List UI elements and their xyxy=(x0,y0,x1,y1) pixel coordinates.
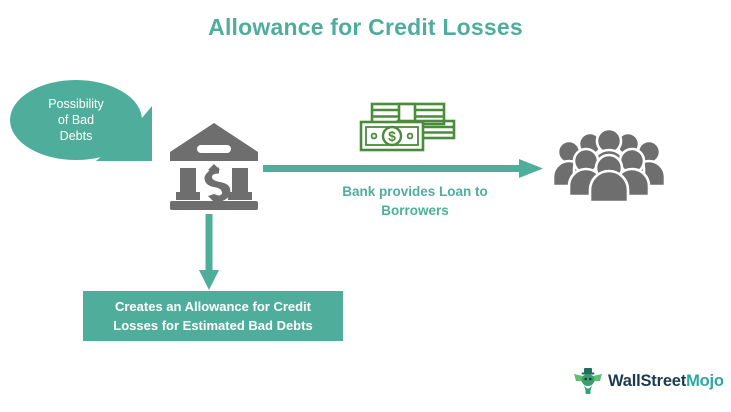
page-title: Allowance for Credit Losses xyxy=(208,14,523,40)
group-of-people-icon xyxy=(551,127,667,204)
svg-text:$: $ xyxy=(388,128,396,144)
speech-bubble-line-1: Possibility xyxy=(48,97,104,111)
logo-text-wallstreet: WallStreet xyxy=(608,371,687,390)
wallstreetmojo-logo: WallStreetMojo xyxy=(573,366,724,396)
loan-caption-line-1: Bank provides Loan to xyxy=(342,184,488,199)
allowance-box-text: Creates an Allowance for Credit Losses f… xyxy=(105,297,320,335)
loan-caption: Bank provides Loan to Borrowers xyxy=(295,182,535,220)
speech-bubble-line-3: Debts xyxy=(59,129,93,143)
arrow-down-icon xyxy=(196,214,222,290)
money-banknotes-icon: $ xyxy=(358,101,458,153)
wallstreetmojo-bull-icon xyxy=(573,366,603,396)
wallstreetmojo-logo-text: WallStreetMojo xyxy=(608,372,724,391)
speech-bubble-body xyxy=(10,80,142,160)
loan-caption-line-2: Borrowers xyxy=(381,203,449,218)
bank-icon xyxy=(168,120,260,212)
allowance-box-line-2: Losses for Estimated Bad Debts xyxy=(113,318,313,333)
arrow-right-icon xyxy=(263,157,543,181)
speech-bubble-line-2: of Bad xyxy=(57,113,95,127)
logo-text-mojo: Mojo xyxy=(686,371,724,390)
speech-bubble: Possibility of Bad Debts xyxy=(8,78,158,168)
speech-bubble-text: Possibility of Bad Debts xyxy=(10,80,142,160)
allowance-box-line-1: Creates an Allowance for Credit xyxy=(114,299,311,314)
allowance-box: Creates an Allowance for Credit Losses f… xyxy=(83,291,343,341)
